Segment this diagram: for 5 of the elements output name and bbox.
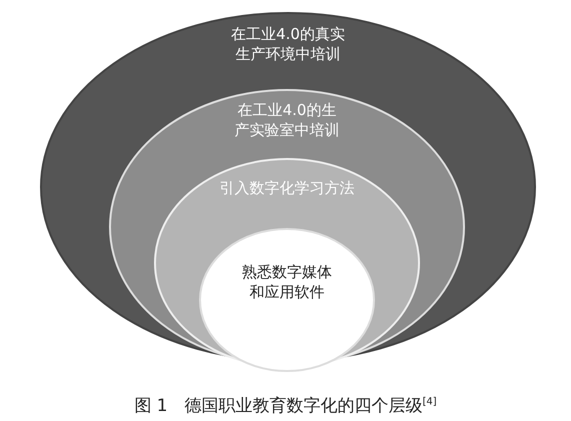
layer-label: 在工业4.0的生产实验室中培训	[234, 100, 340, 140]
layer-label: 熟悉数字媒体和应用软件	[241, 262, 333, 302]
figure-caption: 图 1 德国职业教育数字化的四个层级$^{[4]}$	[133, 395, 438, 417]
layer-label: 在工业4.0的真实生产环境中培训	[230, 24, 346, 64]
layer-label: 引入数字化学习方法	[218, 178, 356, 198]
